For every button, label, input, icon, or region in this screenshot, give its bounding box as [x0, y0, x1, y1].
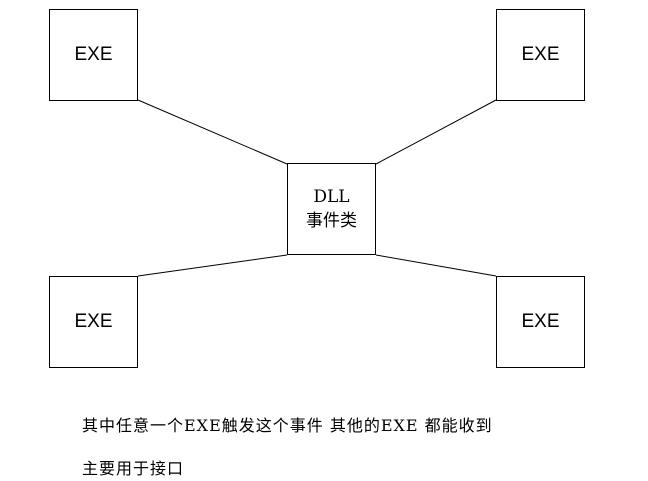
caption-line-2: 主要用于接口 [82, 459, 185, 478]
exe-node-bottom-right: EXE [496, 276, 585, 368]
connector-top-left [137, 99, 288, 165]
connector-bottom-right [375, 254, 497, 277]
connector-bottom-left [137, 254, 288, 277]
exe-node-bottom-left: EXE [49, 276, 138, 368]
caption-line-1: 其中任意一个EXE触发这个事件 其他的EXE 都能收到 [82, 416, 493, 435]
connector-top-right [375, 99, 497, 165]
exe-node-label: EXE [74, 311, 113, 332]
exe-node-top-right: EXE [496, 9, 585, 101]
exe-node-label: EXE [521, 44, 560, 65]
exe-node-label: EXE [521, 311, 560, 332]
dll-node-subtitle: 事件类 [306, 211, 357, 231]
exe-node-label: EXE [74, 44, 113, 65]
dll-node-title: DLL [313, 187, 350, 207]
dll-event-node: DLL 事件类 [287, 163, 376, 255]
exe-node-top-left: EXE [49, 9, 138, 101]
